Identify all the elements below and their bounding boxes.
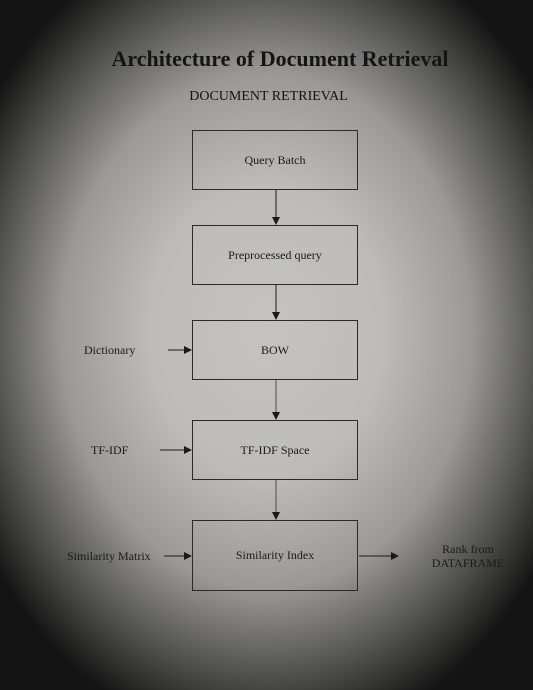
node-bow: BOW <box>192 320 358 380</box>
node-tfidf-space: TF-IDF Space <box>192 420 358 480</box>
node-preprocessed-query-label: Preprocessed query <box>228 247 322 262</box>
input-similarity-matrix-label: Similarity Matrix <box>67 549 151 563</box>
node-similarity-index: Similarity Index <box>192 520 358 591</box>
node-similarity-index-label: Similarity Index <box>235 548 315 562</box>
node-tfidf-space-label: TF-IDF Space <box>240 442 310 457</box>
diagram-subtitle: DOCUMENT RETRIEVAL <box>189 89 348 104</box>
diagram-title: Architecture of Document Retrieval <box>111 46 449 71</box>
output-rank-line1: Rank from <box>442 542 494 556</box>
node-preprocessed-query: Preprocessed query <box>192 225 358 285</box>
output-rank-label: Rank from DATAFRAME <box>418 542 518 570</box>
input-tfidf-label: TF-IDF <box>91 443 129 457</box>
output-rank-line2: DATAFRAME <box>431 556 505 570</box>
node-query-batch-label: Query Batch <box>244 152 306 167</box>
node-query-batch: Query Batch <box>192 130 358 190</box>
node-bow-label: BOW <box>261 342 289 357</box>
input-dictionary-label: Dictionary <box>84 343 136 357</box>
